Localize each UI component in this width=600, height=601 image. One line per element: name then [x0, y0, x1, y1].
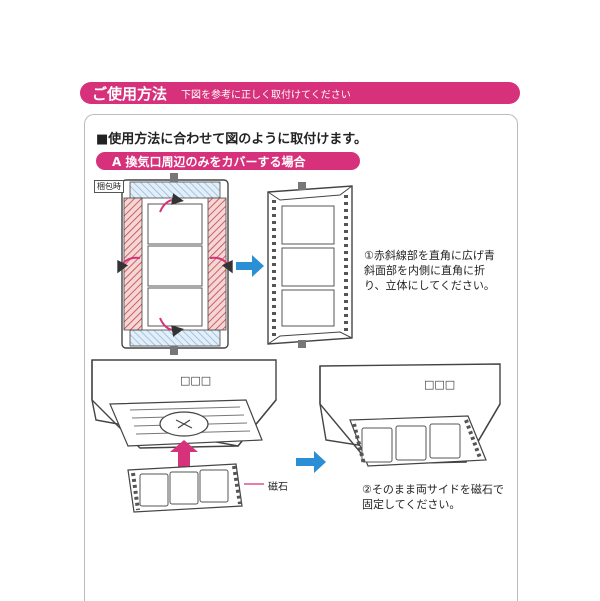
step1-caption: ①赤斜線部を直角に広げ青斜面部を内側に直角に折り、立体にしてください。: [364, 249, 495, 292]
header-title: ご使用方法: [92, 84, 168, 103]
hood-control-label: □□□: [180, 374, 211, 387]
header-subtitle: 下図を参考に正しく取付けてください: [181, 89, 351, 101]
hood-control-label: □□□: [424, 378, 455, 391]
step2-caption: ②そのまま両サイドを磁石で固定してください。: [362, 483, 504, 511]
range-hood-left: [91, 359, 277, 513]
range-hood-right: [319, 363, 501, 467]
packed-state-tag: 梱包時: [94, 180, 124, 193]
folded-filter-diagram: [267, 182, 353, 348]
content-frame: [84, 114, 518, 601]
section-label-pill: A 換気口周辺のみをカバーする場合: [96, 152, 360, 170]
arrow-right-icon: [296, 451, 326, 473]
arrow-right-icon: [236, 255, 264, 277]
magnet-label: 磁石: [268, 482, 288, 493]
section-label: A 換気口周辺のみをカバーする場合: [112, 154, 306, 169]
usage-heading: ■使用方法に合わせて図のように取付けます。: [96, 132, 367, 147]
packed-filter-diagram: [117, 173, 233, 355]
section-header: ご使用方法 下図を参考に正しく取付けてください: [80, 82, 520, 104]
